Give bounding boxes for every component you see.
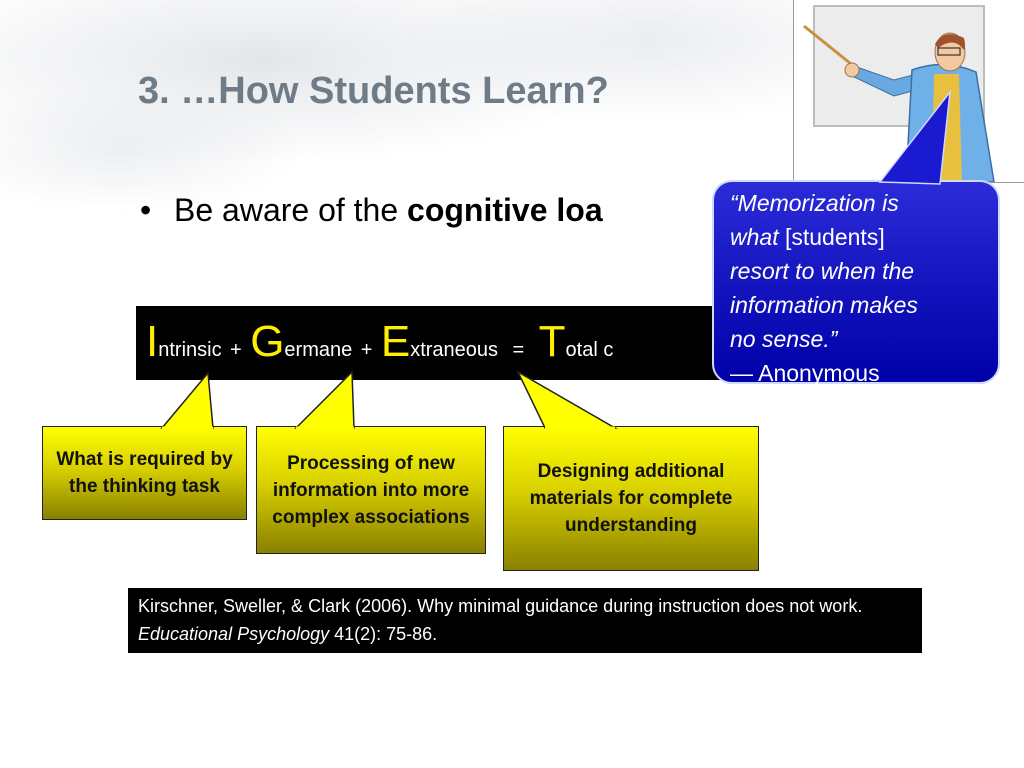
teacher-hair (935, 34, 965, 50)
bullet-text: Be aware of the (174, 192, 408, 228)
germane-rest: ermane (284, 339, 353, 361)
quote-what: what (730, 224, 779, 250)
quote-line-1: “Memorization is (730, 190, 899, 216)
formula-bar: Intrinsic + Germane + Extraneous = Total… (136, 306, 736, 380)
pointer-germane (294, 370, 355, 429)
citation-text: Kirschner, Sweller, & Clark (2006). Why … (138, 596, 863, 616)
citation-box: Kirschner, Sweller, & Clark (2006). Why … (128, 588, 922, 653)
teacher-shirt (932, 74, 962, 182)
pointer-extraneous (516, 370, 618, 429)
bullet-point: • Be aware of the cognitive loa (140, 192, 603, 229)
callout-intrinsic-text: What is required by the thinking task (56, 449, 233, 497)
total-initial: T (538, 317, 566, 366)
quote-line-4: information makes (730, 292, 918, 318)
callout-extraneous-text: Designing additional materials for compl… (529, 461, 733, 536)
quote-line-3: resort to when the (730, 258, 915, 284)
quote-callout: “Memorization is what [students] resort … (712, 180, 1000, 386)
teacher-glasses (937, 47, 961, 56)
total-rest: otal c (565, 339, 614, 361)
intrinsic-rest: ntrinsic (158, 339, 222, 361)
extraneous-rest: xtraneous (410, 339, 499, 361)
quote-students: [students] (778, 224, 885, 250)
extraneous-initial: E (380, 317, 411, 366)
germane-initial: G (250, 317, 285, 366)
pointer-intrinsic (160, 371, 214, 429)
citation-journal: Educational Psychology (138, 624, 330, 644)
citation-volume: 41(2): 75-86. (329, 624, 438, 644)
slide-title: 3. …How Students Learn? (138, 70, 609, 112)
formula: Intrinsic + Germane + Extraneous = Total… (146, 320, 613, 364)
teacher-hand (844, 62, 860, 78)
bullet-dot: • (140, 192, 152, 228)
quote-line-5: no sense.” (730, 326, 838, 352)
quote-attribution: — Anonymous (730, 360, 880, 386)
plus-sign-2: + (360, 339, 373, 361)
callout-intrinsic: What is required by the thinking task (42, 426, 247, 520)
callout-extraneous: Designing additional materials for compl… (503, 426, 759, 571)
pointer-stick (803, 24, 857, 70)
bullet-bold-text: cognitive loa (407, 192, 603, 228)
callout-germane-text: Processing of new information into more … (272, 452, 470, 528)
intrinsic-initial: I (146, 317, 159, 366)
plus-sign-1: + (230, 339, 242, 361)
callout-germane: Processing of new information into more … (256, 426, 486, 554)
teacher-illustration (793, 0, 1024, 183)
equals-sign: = (512, 339, 525, 361)
